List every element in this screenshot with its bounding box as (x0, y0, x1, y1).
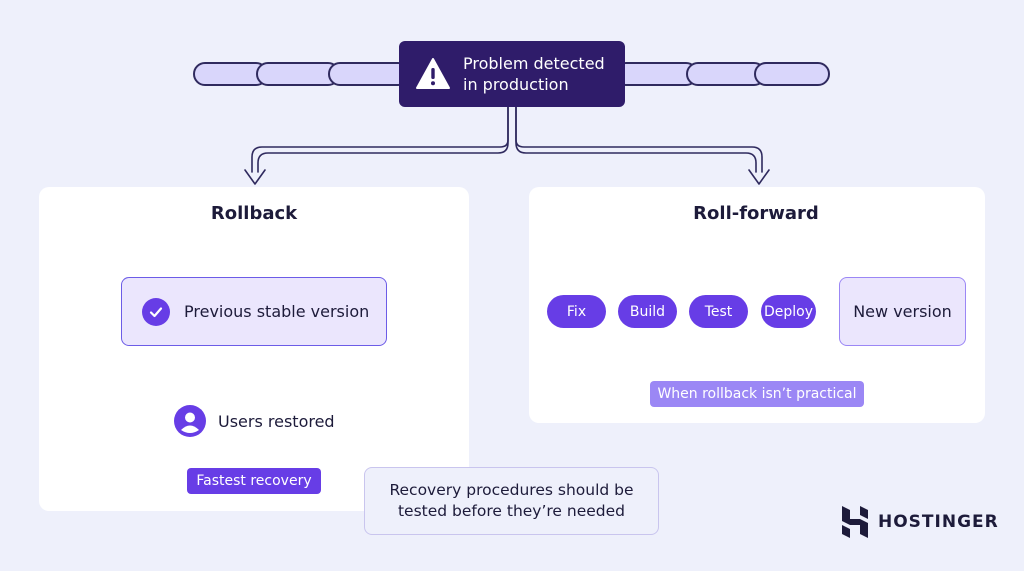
recovery-note: Recovery procedures should be tested bef… (364, 467, 659, 535)
rollback-panel (39, 187, 469, 511)
pipeline-segment (193, 62, 268, 86)
pipeline-segment (328, 62, 410, 86)
brand-name: HOSTINGER (878, 512, 999, 532)
arrow-head-right (748, 169, 770, 185)
rollback-title: Rollback (210, 203, 298, 224)
pipeline-segment (614, 62, 698, 86)
pipeline-segment (256, 62, 340, 86)
step-fix: Fix (547, 295, 606, 328)
previous-stable-version-box: Previous stable version (121, 277, 387, 346)
users-restored-label: Users restored (218, 411, 335, 431)
user-icon (174, 405, 206, 437)
rollforward-title: Roll-forward (693, 203, 819, 224)
check-circle-icon (142, 297, 170, 326)
hostinger-logo-icon (842, 506, 868, 538)
new-version-box: New version (839, 277, 966, 346)
step-deploy: Deploy (761, 295, 816, 328)
warning-icon (416, 58, 450, 89)
pipeline-segment (754, 62, 830, 86)
step-build: Build (618, 295, 677, 328)
hostinger-logo: HOSTINGER (842, 506, 999, 538)
arrow-head-left (244, 169, 266, 185)
stable-version-label: Previous stable version (184, 302, 370, 321)
problem-detected-box: Problem detected in production (399, 41, 625, 107)
users-restored: Users restored (174, 405, 335, 437)
split-connector (251, 106, 509, 173)
fastest-recovery-tag: Fastest recovery (187, 468, 321, 494)
problem-label: Problem detected in production (463, 54, 605, 94)
step-test: Test (689, 295, 748, 328)
when-rollback-not-practical-tag: When rollback isn’t practical (650, 381, 864, 407)
